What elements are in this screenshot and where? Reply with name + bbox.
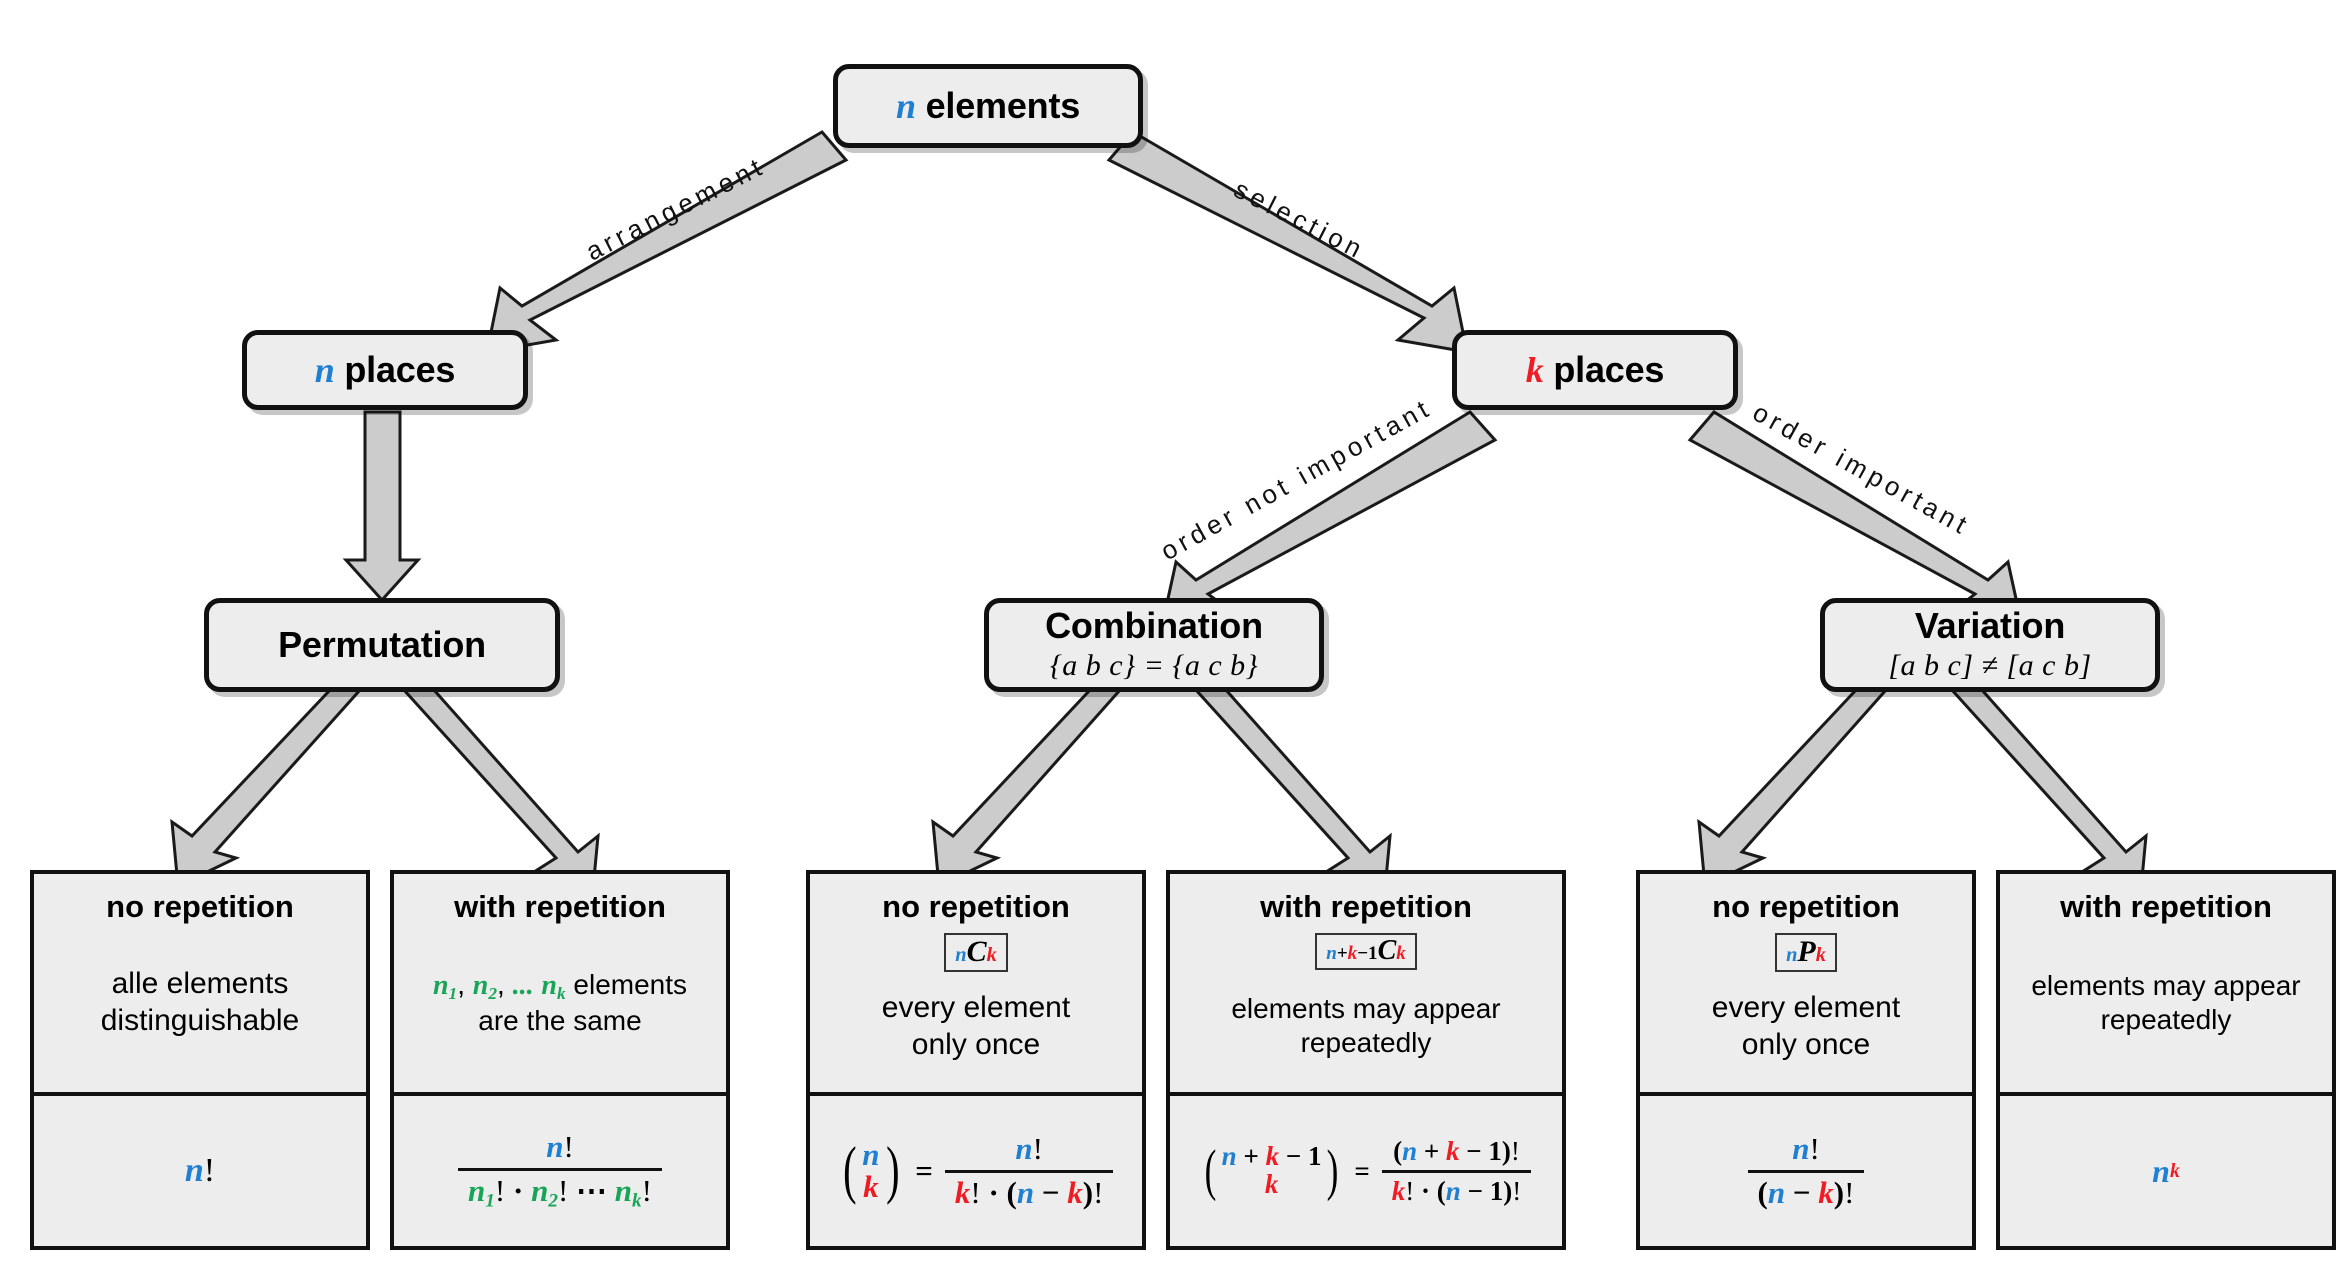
symbol-n: n xyxy=(2152,1152,2170,1189)
symbol-n: n xyxy=(314,349,335,390)
arrow-selection xyxy=(1106,130,1469,354)
leaf-formula: n! xyxy=(34,1092,366,1246)
leaf-top: with repetition n1, n2, ... nk elements … xyxy=(394,874,726,1092)
node-combination-label: Combination xyxy=(1045,605,1263,647)
leaf-variation-no-repetition[interactable]: no repetition nPk every element only onc… xyxy=(1636,870,1976,1250)
node-permutation-label: Permutation xyxy=(278,624,486,666)
node-n-places-label: n places xyxy=(314,348,456,390)
arrow-perm-left xyxy=(170,688,364,889)
denominator: k! · (n − k)! xyxy=(944,1169,1114,1211)
leaf-description: every element only once xyxy=(1711,991,1901,1062)
symbol-C: C xyxy=(966,935,987,969)
leaf-formula: ( n k ) = n! k! · (n − k)! xyxy=(810,1092,1142,1246)
node-n-places[interactable]: n places xyxy=(242,330,528,410)
binomial-coefficient: ( n k ) xyxy=(842,1134,900,1207)
symbol-n1: n1 xyxy=(432,969,458,1003)
equals-sign: = xyxy=(915,1153,933,1188)
arrow-var-right xyxy=(1948,688,2148,903)
symbol-n: n xyxy=(1786,944,1798,967)
node-combination-example: {a b c} = {a c b} xyxy=(1049,648,1259,682)
leaf-description: every element only once xyxy=(881,991,1071,1062)
node-k-places[interactable]: k places xyxy=(1452,330,1738,410)
denominator: k! · (n − 1)! xyxy=(1381,1169,1532,1206)
leaf-header: with repetition xyxy=(2060,889,2272,924)
symbol-k: k xyxy=(1815,944,1826,967)
denominator: n1! · n2! ⋯ nk! xyxy=(458,1167,662,1212)
leaf-header: no repetition xyxy=(882,889,1070,924)
leaf-formula: ( n + k − 1 k ) = (n + k − 1)! k! · xyxy=(1170,1092,1562,1246)
fraction: n! k! · (n − k)! xyxy=(944,1130,1114,1211)
leaf-header: no repetition xyxy=(1712,889,1900,924)
notation-nPk: nPk xyxy=(1775,933,1837,973)
symbol-k-exponent: k xyxy=(2169,1159,2180,1182)
arrow-perm-right xyxy=(400,688,600,903)
leaf-formula: n! n1! · n2! ⋯ nk! xyxy=(394,1092,726,1246)
arrow-comb-right xyxy=(1192,688,1392,903)
leaf-permutation-with-repetition[interactable]: with repetition n1, n2, ... nk elements … xyxy=(390,870,730,1250)
numerator: n! xyxy=(546,1129,574,1165)
numerator: n! xyxy=(1015,1130,1043,1166)
arrow-var-left xyxy=(1697,688,1890,889)
node-combination[interactable]: Combination {a b c} = {a c b} xyxy=(984,598,1324,692)
leaf-description: alle elements distinguishable xyxy=(100,967,300,1038)
symbol-k: k xyxy=(986,944,997,967)
factorial-sign: ! xyxy=(203,1152,216,1189)
symbol-P: P xyxy=(1797,935,1816,969)
fraction: n! n1! · n2! ⋯ nk! xyxy=(458,1129,662,1212)
notation-n-plus-k-minus-1-C-k: n+k−1Ck xyxy=(1315,933,1417,971)
equals-sign: = xyxy=(1354,1155,1370,1186)
numerator: (n + k − 1)! xyxy=(1393,1136,1520,1167)
leaf-description: elements may appear repeatedly xyxy=(2031,969,2301,1036)
arrow-n-places-permutation xyxy=(342,410,422,603)
node-variation[interactable]: Variation [a b c] ≠ [a c b] xyxy=(1820,598,2160,692)
node-variation-example: [a b c] ≠ [a c b] xyxy=(1888,648,2092,682)
node-n-elements-text xyxy=(916,85,926,126)
symbol-k: k xyxy=(1525,349,1544,390)
node-n-elements[interactable]: n elements xyxy=(833,64,1143,148)
leaf-header: with repetition xyxy=(1260,889,1472,924)
leaf-formula: n! (n − k)! xyxy=(1640,1092,1972,1246)
symbol-C: C xyxy=(1377,935,1397,967)
leaf-top: no repetition nCk every element only onc… xyxy=(810,874,1142,1092)
leaf-header: no repetition xyxy=(106,889,294,924)
leaf-combination-with-repetition[interactable]: with repetition n+k−1Ck elements may app… xyxy=(1166,870,1566,1250)
symbol-n: n xyxy=(955,944,967,967)
node-k-places-label: k places xyxy=(1525,348,1665,390)
symbol-n2: n2 xyxy=(472,969,498,1003)
arrow-comb-left xyxy=(931,688,1124,889)
denominator: (n − k)! xyxy=(1747,1169,1865,1211)
symbol-n: n xyxy=(895,85,916,126)
fraction: n! (n − k)! xyxy=(1747,1130,1865,1211)
leaf-top: no repetition nPk every element only onc… xyxy=(1640,874,1972,1092)
leaf-top: with repetition elements may appear repe… xyxy=(2000,874,2332,1092)
fraction: (n + k − 1)! k! · (n − 1)! xyxy=(1381,1136,1532,1206)
symbol-n: n xyxy=(184,1152,204,1189)
leaf-description: n1, n2, ... nk elements are the same xyxy=(432,968,688,1036)
numerator: n! xyxy=(1792,1130,1820,1166)
leaf-combination-no-repetition[interactable]: no repetition nCk every element only onc… xyxy=(806,870,1146,1250)
symbol-nk: nk xyxy=(541,969,566,1003)
leaf-top: no repetition alle elements distinguisha… xyxy=(34,874,366,1092)
ellipsis: ... xyxy=(512,969,534,1001)
notation-nCk: nCk xyxy=(944,933,1008,973)
node-permutation[interactable]: Permutation xyxy=(204,598,560,692)
arrow-arrangement xyxy=(485,130,849,354)
leaf-top: with repetition n+k−1Ck elements may app… xyxy=(1170,874,1562,1092)
leaf-header: with repetition xyxy=(454,889,666,924)
node-variation-label: Variation xyxy=(1914,605,2066,647)
leaf-permutation-no-repetition[interactable]: no repetition alle elements distinguisha… xyxy=(30,870,370,1250)
leaf-variation-with-repetition[interactable]: with repetition elements may appear repe… xyxy=(1996,870,2336,1250)
node-n-elements-label: n elements xyxy=(895,84,1081,126)
binomial-coefficient: ( n + k − 1 k ) xyxy=(1204,1138,1339,1202)
leaf-description: elements may appear repeatedly xyxy=(1231,992,1501,1059)
